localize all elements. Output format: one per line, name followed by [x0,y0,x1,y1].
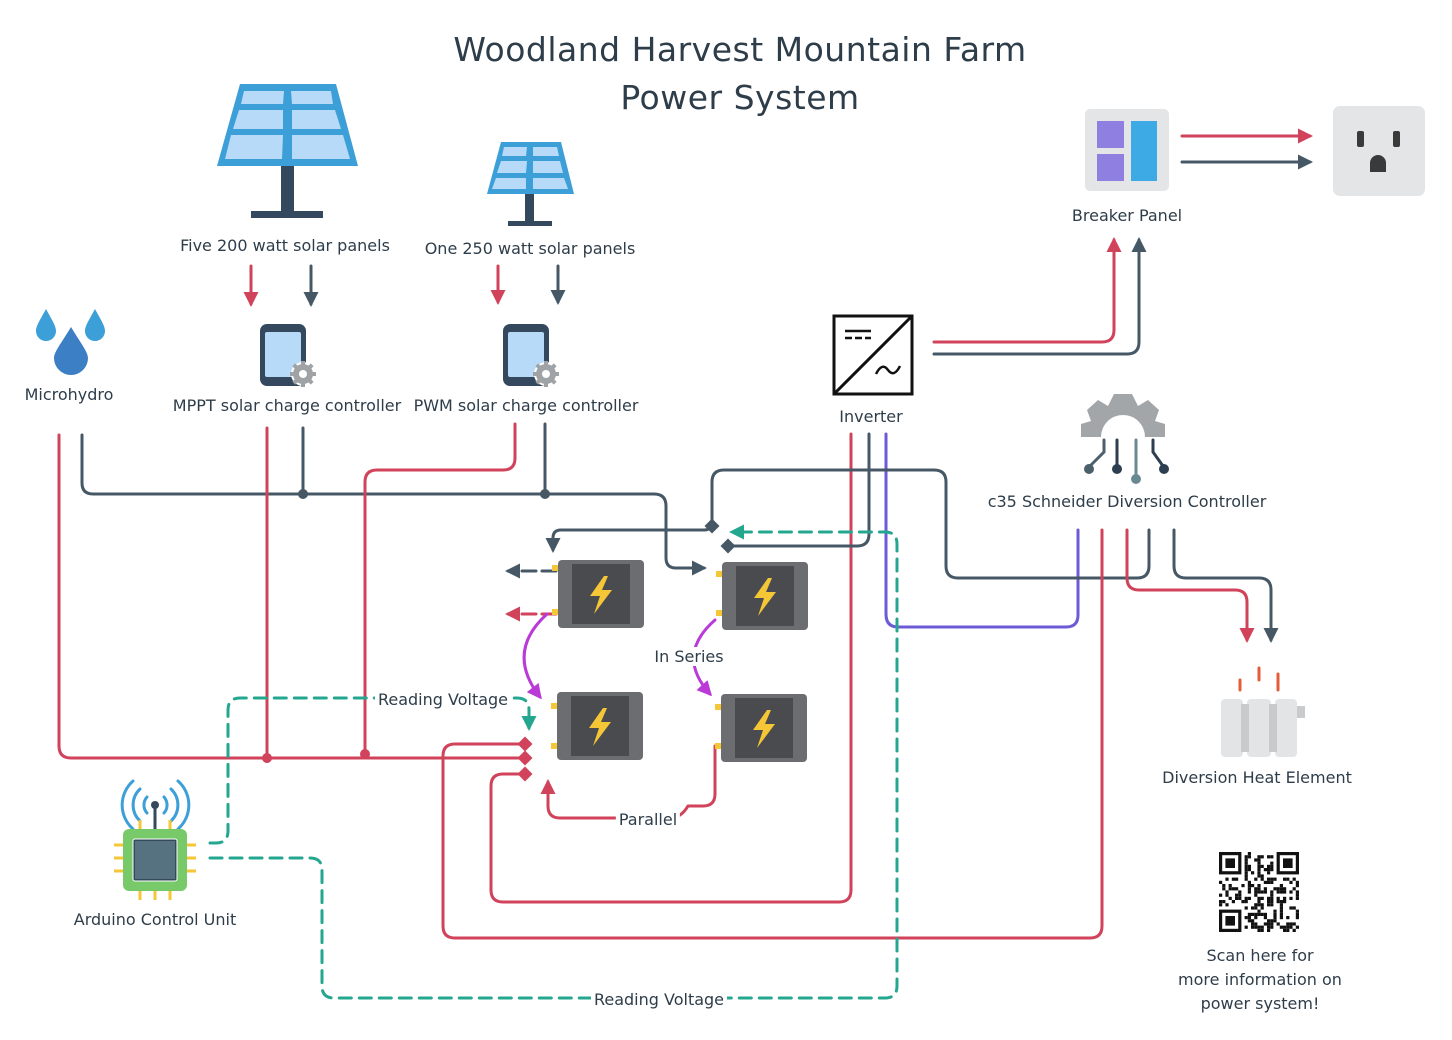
in-series-label: In Series [651,647,727,666]
microcontroller-icon [114,779,196,900]
wire-pwm-positive [363,422,517,760]
arduino-label: Arduino Control Unit [73,910,237,929]
wire-battery-top-link [545,520,714,553]
junction-dot [540,489,550,499]
mppt-label: MPPT solar charge controller [172,396,402,415]
junction-dots [262,489,550,763]
wire-inverter-negative [720,432,871,554]
wire-inverter-positive [489,432,853,904]
wire-heater-positive [1125,528,1255,643]
wire-inverter-breaker-positive [932,237,1122,344]
reading-voltage-label-bottom: Reading Voltage [590,990,728,1009]
wire-diversion-positive [441,528,1104,940]
wire-diversion-negative [704,468,1151,580]
solar-panel-icon [487,142,574,226]
qr-caption-line: more information on [1178,970,1342,989]
battery-icon [715,694,807,762]
heat-element-label: Diversion Heat Element [1162,768,1352,787]
wire-series-link-left [522,612,549,700]
qr-caption-line: power system! [1200,994,1320,1013]
battery-icon [551,692,643,760]
wire-reading-voltage-top [208,696,537,845]
pwm-label: PWM solar charge controller [413,396,639,415]
water-drops-icon [36,309,105,375]
breaker-panel-icon [1085,109,1169,191]
inverter-label: Inverter [839,407,903,426]
wire-negative-bus [80,433,707,576]
outlet-icon [1333,106,1425,196]
radiator-icon [1221,666,1305,757]
battery-icon [716,562,808,630]
solar-large-label: Five 200 watt solar panels [180,236,390,255]
junction-dot [298,489,308,499]
qr-caption: Scan here for more information on power … [1170,944,1350,1016]
wire-positive-bus [57,433,533,766]
battery-icon [552,560,644,628]
phone-gear-icon [260,324,316,387]
breaker-panel-label: Breaker Panel [1071,206,1183,225]
page-title: Woodland Harvest Mountain Farm [453,30,1027,69]
diversion-controller-label: c35 Schneider Diversion Controller [987,492,1267,511]
qr-caption-line: Scan here for [1206,946,1314,965]
parallel-label: Parallel [615,810,681,829]
wire-heater-negative [1172,528,1279,643]
inverter-icon [832,314,914,396]
qr-code-icon[interactable] [1217,850,1301,934]
solar-panel-icon [217,84,358,218]
gear-circuit-icon [1081,394,1169,484]
wire-inverter-breaker-negative [932,237,1147,356]
wire-inverter-diversion-signal [884,432,1080,629]
junction-dot [262,753,272,763]
solar-small-label: One 250 watt solar panels [424,239,636,258]
reading-voltage-label-top: Reading Voltage [374,690,512,709]
junction-dot [360,749,370,759]
page-subtitle: Power System [620,78,860,117]
microhydro-label: Microhydro [24,385,114,404]
phone-gear-icon [503,324,559,387]
